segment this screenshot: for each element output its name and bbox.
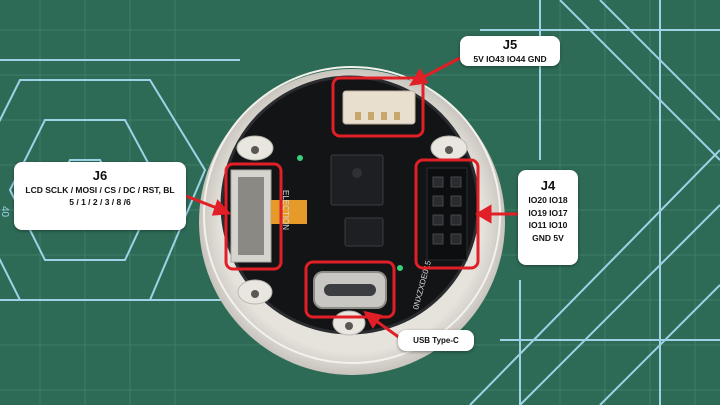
usb-label: USB Type-C bbox=[413, 336, 459, 345]
j5-callout: J5 5V IO43 IO44 GND bbox=[460, 36, 560, 66]
j6-pin-numbers: 5 / 1 / 2 / 3 / 8 /6 bbox=[69, 197, 131, 207]
pointer-arrows bbox=[185, 56, 518, 340]
j4-pin-row: IO11 IO10 bbox=[528, 220, 568, 230]
pcb-text: ELECTION bbox=[281, 190, 290, 230]
j6-highlight-box bbox=[224, 162, 283, 271]
j6-callout: J6 LCD SCLK / MOSI / CS / DC / RST, BL 5… bbox=[14, 162, 186, 230]
j5-pins bbox=[355, 112, 400, 120]
usb-c-tongue bbox=[324, 284, 376, 296]
mcu-dot bbox=[352, 168, 362, 178]
j4-pin-row: IO19 IO17 bbox=[528, 207, 568, 218]
usb-callout: USB Type-C bbox=[398, 330, 474, 351]
j5-title: J5 bbox=[502, 37, 518, 52]
mcu-chip bbox=[330, 154, 384, 206]
j5-arrow bbox=[417, 56, 461, 82]
post-holes bbox=[251, 146, 453, 330]
j5-highlight-box bbox=[331, 76, 425, 138]
j4-title: J4 bbox=[540, 178, 556, 193]
j6-fpc-slot bbox=[238, 177, 264, 255]
j4-pin-row: IO20 IO18 bbox=[528, 195, 568, 205]
green-led-1 bbox=[297, 155, 303, 161]
j5-pins-label: 5V IO43 IO44 GND bbox=[473, 54, 547, 64]
j6-title: J6 bbox=[92, 168, 108, 183]
ruler-number: 40 bbox=[0, 206, 10, 218]
j6-signal-names: LCD SCLK / MOSI / CS / DC / RST, BL bbox=[25, 185, 175, 195]
usb-highlight-box bbox=[304, 260, 396, 319]
j4-pin-row: GND 5V bbox=[532, 232, 564, 243]
j4-callout: J4 IO20 IO18 IO19 IO17 IO11 IO10 GND 5V bbox=[518, 170, 578, 265]
chip-small bbox=[344, 217, 384, 247]
green-led-2 bbox=[397, 265, 403, 271]
j4-pins bbox=[432, 176, 462, 245]
j5-connector bbox=[342, 90, 416, 125]
fpc-ribbon bbox=[271, 200, 307, 224]
